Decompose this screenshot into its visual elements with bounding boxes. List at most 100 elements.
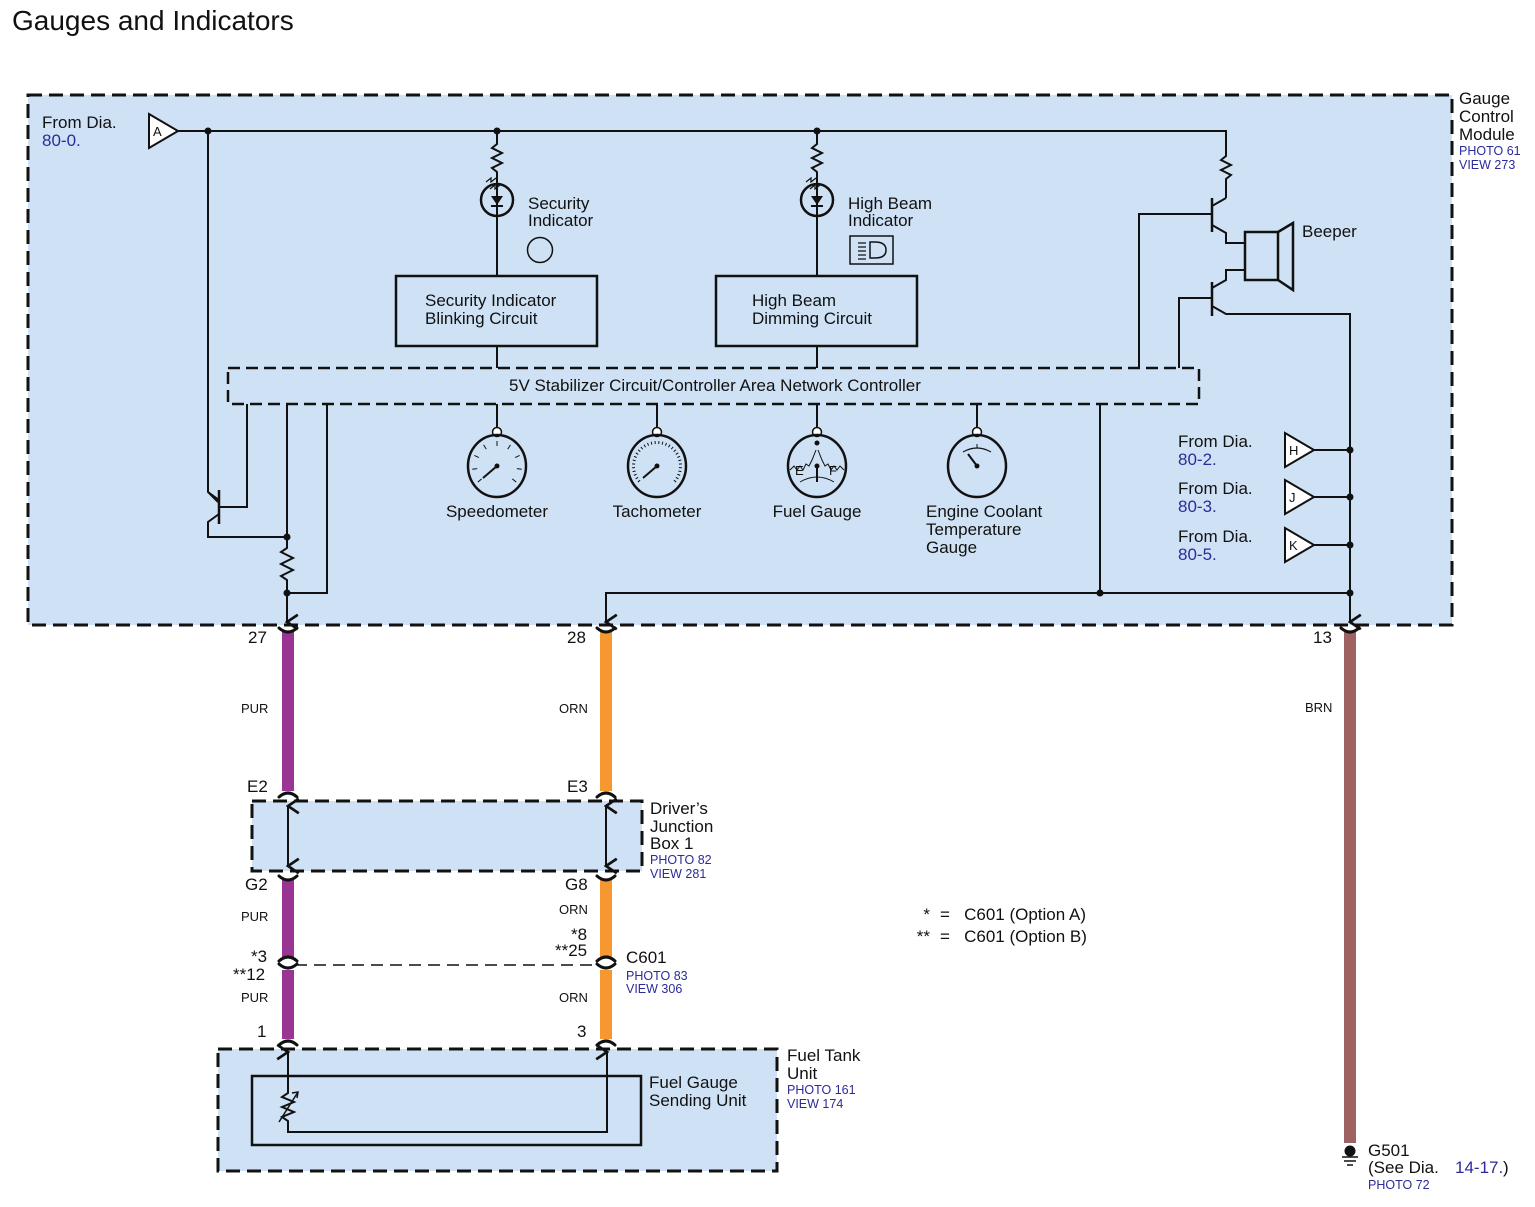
c601-photo-ref[interactable]: PHOTO 83 bbox=[626, 969, 688, 983]
page-title: Gauges and Indicators bbox=[12, 5, 294, 36]
connector-h-icon bbox=[1284, 431, 1316, 469]
fuel-gauge-icon bbox=[786, 433, 848, 499]
svg-text:5V Stabilizer Circuit/Controll: 5V Stabilizer Circuit/Controller Area Ne… bbox=[509, 376, 921, 395]
svg-text:PUR: PUR bbox=[241, 990, 268, 1005]
pin-1: 1 bbox=[257, 1022, 266, 1041]
speedometer-icon bbox=[466, 433, 528, 499]
coolant-temp-gauge-label: Gauge bbox=[926, 538, 977, 557]
svg-text:Control: Control bbox=[1459, 107, 1514, 126]
resistor-icon bbox=[278, 537, 296, 593]
connector-terminal-icon bbox=[277, 626, 299, 634]
pin-c601-a-right: *8 bbox=[571, 925, 587, 944]
svg-text:Indicator: Indicator bbox=[528, 211, 594, 230]
svg-text:= C601 (Option B): = C601 (Option B) bbox=[940, 927, 1087, 946]
tachometer-gauge: Tachometer bbox=[613, 404, 702, 521]
dia-ref[interactable]: 80-3. bbox=[1178, 497, 1217, 516]
dia-ref-14-17[interactable]: 14-17. bbox=[1455, 1158, 1503, 1177]
wire-color-labels: PUR ORN PUR ORN PUR ORN BRN bbox=[241, 700, 1332, 1005]
tachometer-label: Tachometer bbox=[613, 502, 702, 521]
pin-27: 27 bbox=[248, 628, 267, 647]
svg-text:**: ** bbox=[917, 927, 931, 946]
fuel-empty-label: E bbox=[795, 463, 804, 478]
svg-text:Dimming Circuit: Dimming Circuit bbox=[752, 309, 872, 328]
connector-terminal-icon bbox=[277, 874, 299, 882]
svg-text:Junction: Junction bbox=[650, 817, 713, 836]
connector-terminal-icon bbox=[595, 791, 617, 799]
pin-labels: 27 28 13 E2 E3 G2 G8 *3 **12 *8 **25 1 3 bbox=[233, 628, 1332, 1041]
module-border bbox=[26, 93, 1454, 627]
high-beam-indicator-branch: High Beam Indicator High Beam Dimming Ci… bbox=[714, 131, 932, 368]
connector-terminal-icon bbox=[595, 626, 617, 634]
svg-text:High Beam: High Beam bbox=[848, 194, 932, 213]
svg-text:H: H bbox=[1289, 443, 1298, 458]
connector-terminal-icon bbox=[277, 962, 299, 970]
svg-text:C601: C601 bbox=[626, 948, 667, 967]
pin-e2: E2 bbox=[247, 777, 268, 796]
pin-c601-b-left: **12 bbox=[233, 965, 265, 984]
ground-photo-ref[interactable]: PHOTO 72 bbox=[1368, 1178, 1430, 1192]
svg-text:): ) bbox=[1503, 1158, 1509, 1177]
transistor-left-icon bbox=[207, 404, 287, 538]
svg-text:ORN: ORN bbox=[559, 902, 588, 917]
option-legend: * = C601 (Option A) ** = C601 (Option B) bbox=[917, 905, 1087, 946]
pin-g2: G2 bbox=[245, 875, 268, 894]
input-h: From Dia.80-2.H bbox=[1178, 431, 1350, 469]
svg-text:Fuel Tank: Fuel Tank bbox=[787, 1046, 861, 1065]
svg-text:Sending Unit: Sending Unit bbox=[649, 1091, 747, 1110]
svg-text:= C601 (Option A): = C601 (Option A) bbox=[940, 905, 1086, 924]
pin-c601-a-left: *3 bbox=[251, 947, 267, 966]
drivers-junction-box: Driver’s Junction Box 1 PHOTO 82 VIEW 28… bbox=[250, 799, 713, 881]
jb-photo-ref[interactable]: PHOTO 82 bbox=[650, 853, 712, 867]
pin-3: 3 bbox=[577, 1022, 586, 1041]
svg-text:Security: Security bbox=[528, 194, 590, 213]
svg-text:Unit: Unit bbox=[787, 1064, 818, 1083]
connector-terminal-icon bbox=[277, 1039, 299, 1047]
svg-text:BRN: BRN bbox=[1305, 700, 1332, 715]
svg-text:PUR: PUR bbox=[241, 909, 268, 924]
svg-text:Security Indicator: Security Indicator bbox=[425, 291, 557, 310]
fuel-tank-photo-ref[interactable]: PHOTO 161 bbox=[787, 1083, 856, 1097]
c601-view-ref[interactable]: VIEW 306 bbox=[626, 982, 682, 996]
dia-ref-80-0[interactable]: 80-0. bbox=[42, 131, 81, 150]
svg-text:Indicator: Indicator bbox=[848, 211, 914, 230]
connector-terminal-icon bbox=[277, 955, 299, 963]
svg-text:*: * bbox=[923, 905, 930, 924]
pin-28: 28 bbox=[567, 628, 586, 647]
svg-text:High Beam: High Beam bbox=[752, 291, 836, 310]
beeper-icon bbox=[1243, 220, 1295, 293]
module-photo-ref[interactable]: PHOTO 61 bbox=[1459, 144, 1521, 158]
resistor-icon bbox=[809, 131, 825, 184]
connector-k-icon bbox=[1284, 526, 1316, 564]
jb-view-ref[interactable]: VIEW 281 bbox=[650, 867, 706, 881]
svg-text:Box 1: Box 1 bbox=[650, 834, 693, 853]
svg-text:PUR: PUR bbox=[241, 701, 268, 716]
variable-resistor-icon bbox=[279, 1052, 607, 1133]
svg-text:K: K bbox=[1289, 538, 1298, 553]
dia-ref[interactable]: 80-2. bbox=[1178, 450, 1217, 469]
svg-text:ORN: ORN bbox=[559, 701, 588, 716]
resistor-icon bbox=[1218, 150, 1234, 198]
input-a: From Dia. 80-0. A bbox=[42, 112, 180, 150]
svg-text:Blinking Circuit: Blinking Circuit bbox=[425, 309, 538, 328]
connector-a-icon bbox=[148, 112, 180, 150]
module-view-ref[interactable]: VIEW 273 bbox=[1459, 158, 1515, 172]
fuel-full-label: F bbox=[829, 463, 837, 478]
speedometer-label: Speedometer bbox=[446, 502, 548, 521]
dia-ref[interactable]: 80-5. bbox=[1178, 545, 1217, 564]
connector-terminal-icon bbox=[595, 1039, 617, 1047]
svg-text:Driver’s: Driver’s bbox=[650, 799, 708, 818]
svg-text:From Dia.: From Dia. bbox=[1178, 527, 1253, 546]
svg-text:ORN: ORN bbox=[559, 990, 588, 1005]
ground-g501: G501 (See Dia. 14-17. ) PHOTO 72 bbox=[1342, 1141, 1509, 1192]
svg-text:A: A bbox=[153, 124, 162, 139]
gauge-control-module: Gauge Control Module PHOTO 61 VIEW 273 F… bbox=[26, 89, 1521, 627]
svg-text:Beeper: Beeper bbox=[1302, 222, 1357, 241]
svg-text:Module: Module bbox=[1459, 125, 1515, 144]
coolant-temp-gauge-label: Engine Coolant bbox=[926, 502, 1043, 521]
fuel-tank-unit: Fuel Gauge Sending Unit Fuel Tank Unit P… bbox=[216, 1046, 861, 1173]
svg-text:From Dia.: From Dia. bbox=[1178, 479, 1253, 498]
connector-j-icon bbox=[1284, 478, 1316, 516]
fuel-tank-view-ref[interactable]: VIEW 174 bbox=[787, 1097, 843, 1111]
